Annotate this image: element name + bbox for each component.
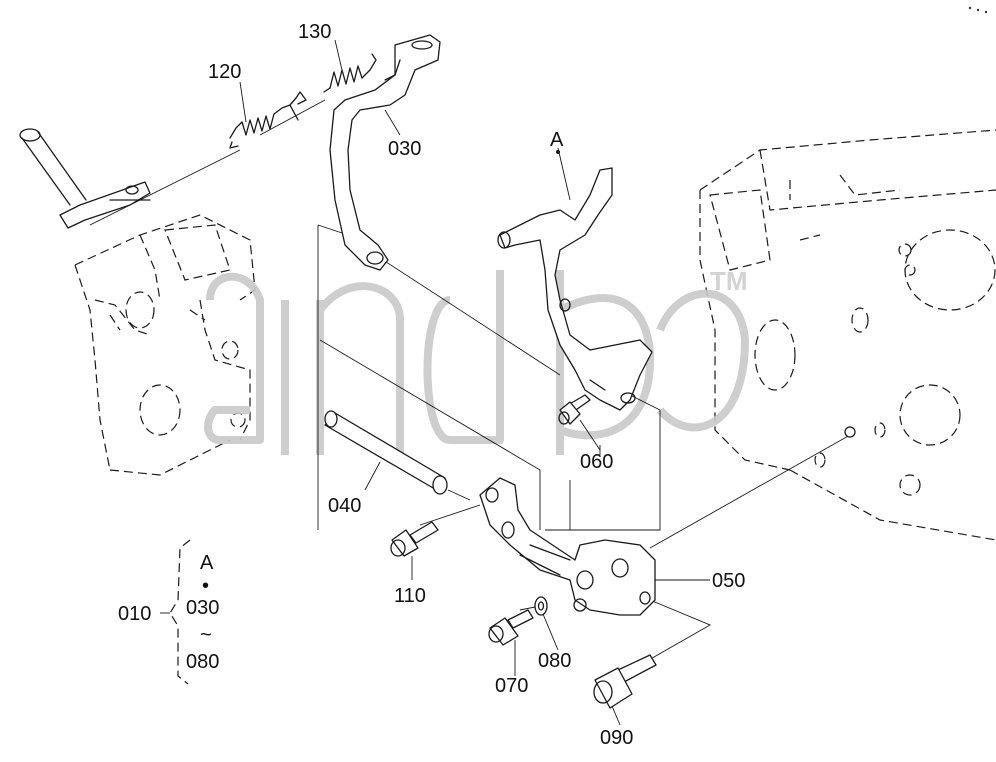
- spring-120: [229, 91, 307, 149]
- label-050: 050: [712, 570, 745, 592]
- label-070: 070: [495, 675, 528, 697]
- watermark-logo: TM: [204, 266, 749, 455]
- pin-040: [324, 410, 448, 495]
- legend-to: 080: [186, 651, 219, 673]
- legend-from: 030: [186, 597, 219, 619]
- lever-a: [497, 167, 653, 411]
- label-leaders: [239, 39, 621, 726]
- shaft-plate-part: [19, 128, 151, 229]
- lever-030: [329, 34, 441, 271]
- label-060: 060: [580, 451, 613, 473]
- label-120: 120: [208, 61, 241, 83]
- spring-130: [323, 53, 377, 93]
- washer-080: [534, 596, 548, 616]
- label-130: 130: [298, 21, 331, 43]
- assembly-legend: 010 A • 030 ~ 080: [118, 552, 219, 673]
- bolt-110: [390, 521, 439, 557]
- assembly-bracket-010: [160, 539, 191, 685]
- legend-tilde: ~: [200, 624, 212, 646]
- legend-ref-a: A: [200, 552, 214, 574]
- corner-marks: [968, 6, 988, 14]
- washer-small: [844, 426, 856, 438]
- part-labels: 120 130 030 A 040 060 050 110 080 070 09…: [208, 21, 745, 749]
- engine-block-right: [699, 129, 996, 541]
- label-080: 080: [538, 650, 571, 672]
- legend-dot: •: [202, 575, 209, 597]
- label-030: 030: [388, 138, 421, 160]
- label-040: 040: [328, 495, 361, 517]
- bolt-090: [593, 654, 657, 709]
- watermark-tm: TM: [710, 266, 748, 296]
- label-a: A: [550, 129, 564, 151]
- label-090: 090: [600, 727, 633, 749]
- label-110: 110: [394, 585, 426, 607]
- bracket-050: [479, 477, 656, 616]
- label-010: 010: [118, 603, 151, 625]
- bolt-060: [558, 394, 591, 425]
- bolt-070: [488, 609, 534, 646]
